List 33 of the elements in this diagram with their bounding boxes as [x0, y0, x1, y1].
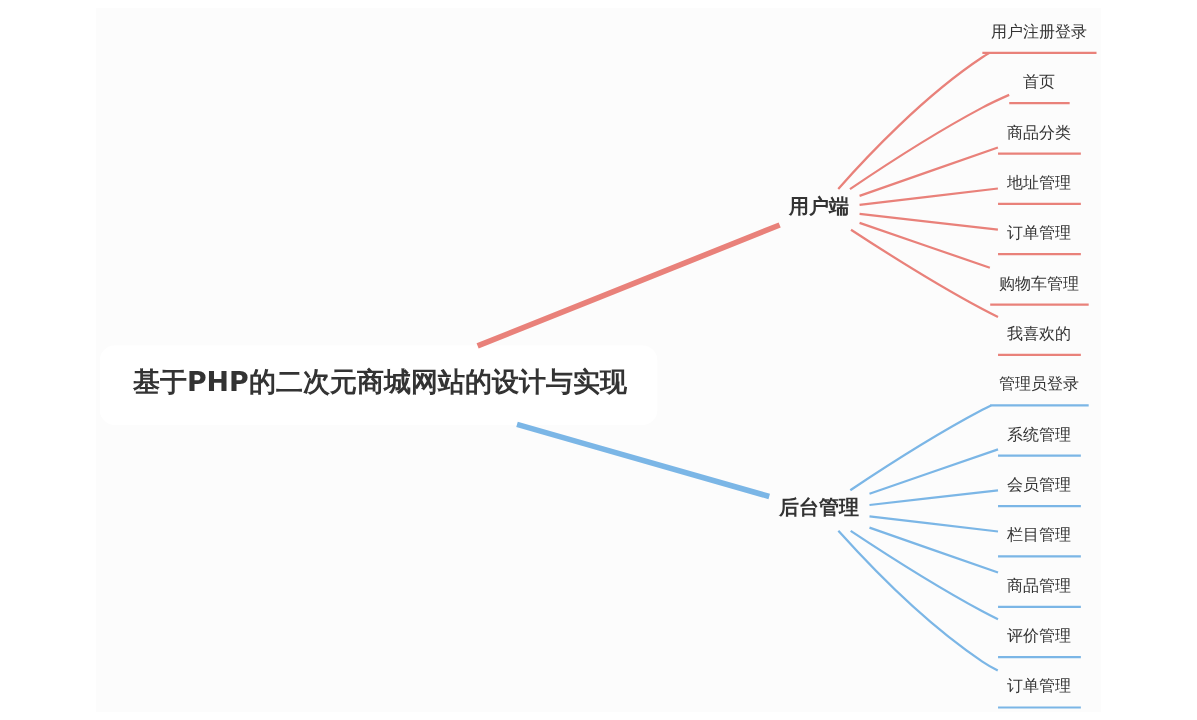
node-text: 商品分类: [1007, 122, 1072, 142]
node-text: 地址管理: [1007, 172, 1072, 192]
connector: [516, 421, 770, 500]
node-text: 系统管理: [1007, 424, 1072, 444]
connector: [859, 221, 991, 269]
connector: [837, 51, 991, 190]
node-text: 商品管理: [1007, 575, 1072, 595]
node-text: 购物车管理: [999, 273, 1080, 293]
connector: [869, 515, 999, 533]
connector: [476, 222, 781, 349]
node-text: 管理员登录: [999, 374, 1080, 394]
connector: [859, 146, 999, 197]
node-text: 后台管理: [778, 495, 859, 520]
connector: [869, 448, 999, 495]
node-text: 订单管理: [1007, 676, 1072, 696]
connector: [849, 404, 992, 492]
node-text: 会员管理: [1007, 475, 1072, 495]
node-text: 用户端: [788, 194, 849, 219]
node-text: 用户注册登录: [991, 21, 1088, 41]
connector: [850, 228, 999, 318]
node-text: 我喜欢的: [1007, 323, 1072, 343]
connector: [850, 529, 999, 621]
node-text: 栏目管理: [1007, 525, 1072, 545]
connector: [837, 530, 999, 672]
node-text: 评价管理: [1007, 626, 1072, 646]
connector: [849, 93, 1010, 191]
node-text: 订单管理: [1007, 223, 1072, 243]
node-text: 首页: [1023, 72, 1056, 92]
node-text: 基于PHP的二次元商城网站的设计与实现: [132, 366, 627, 397]
connector: [859, 212, 999, 231]
connector: [859, 187, 999, 206]
connector: [869, 489, 999, 507]
connector: [869, 526, 999, 574]
